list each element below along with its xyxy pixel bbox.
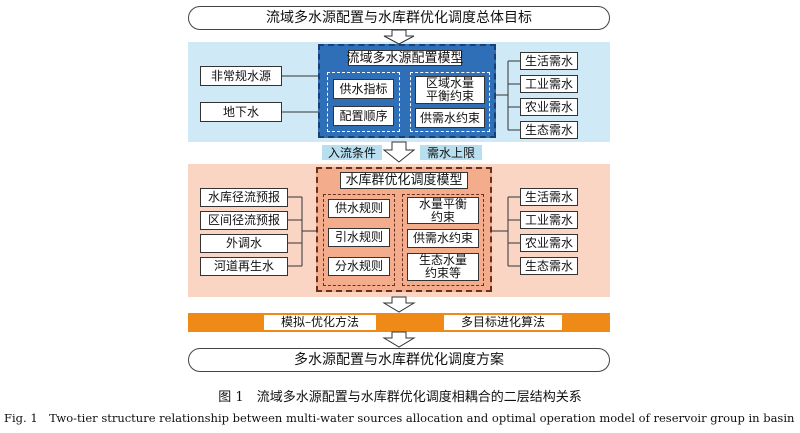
top-goal-box: 流域多水源配置与水库群优化调度总体目标	[188, 6, 610, 30]
source-box-reservoir-forecast: 水库径流预报	[200, 188, 288, 207]
supply-rule-box: 供水规则	[328, 199, 390, 218]
simulation-optimization-box: 模拟–优化方法	[264, 315, 376, 330]
regional-balance-box: 区域水量 平衡约束	[415, 76, 485, 104]
figure-caption-en: Fig. 1 Two-tier structure relationship b…	[4, 411, 795, 425]
supply-demand-constraint-box: 供需水约束	[415, 108, 485, 128]
diversion-rule-box: 引水规则	[328, 228, 390, 247]
operation-left-group	[323, 194, 395, 286]
water-sharing-rule-box: 分水规则	[328, 257, 390, 276]
evolutionary-algorithm-box: 多目标进化算法	[444, 315, 562, 330]
source-box-reclaimed-water: 河道再生水	[200, 257, 288, 276]
demand-box-industrial: 工业需水	[520, 75, 578, 93]
allocation-order-box: 配置顺序	[333, 106, 394, 126]
demand-box-domestic: 生活需水	[520, 52, 578, 70]
ecological-constraint-box: 生态水量 约束等	[407, 253, 479, 281]
demand-upper-limit-tag: 需水上限	[420, 145, 482, 160]
demand-box-ecological: 生态需水	[520, 121, 578, 139]
source-box-interval-forecast: 区间径流预报	[200, 211, 288, 230]
operation-right-group	[402, 194, 484, 286]
demand-box-industrial-2: 工业需水	[520, 211, 578, 229]
allocation-left-group	[327, 72, 400, 132]
source-box-unconventional: 非常规水源	[200, 66, 282, 86]
demand-box-agricultural: 农业需水	[520, 98, 578, 116]
source-box-groundwater: 地下水	[200, 102, 282, 122]
supply-demand-constraint-box-2: 供需水约束	[407, 229, 479, 248]
allocation-right-group	[410, 72, 490, 132]
figure-caption-zh: 图 1 流域多水源配置与水库群优化调度相耦合的二层结构关系	[218, 390, 582, 405]
operation-model-title: 水库群优化调度模型	[340, 172, 468, 189]
top-goal-text: 流域多水源配置与水库群优化调度总体目标	[266, 9, 532, 26]
inflow-condition-tag: 入流条件	[322, 145, 382, 160]
supply-indicator-box: 供水指标	[333, 79, 394, 99]
demand-box-domestic-2: 生活需水	[520, 188, 578, 206]
demand-box-ecological-2: 生态需水	[520, 257, 578, 275]
down-arrow-2	[382, 141, 416, 163]
result-box: 多水源配置与水库群优化调度方案	[188, 348, 610, 372]
allocation-model-title: 流域多水源配置模型	[346, 50, 464, 66]
down-arrow-3	[382, 296, 416, 313]
source-box-transferred-water: 外调水	[200, 234, 288, 253]
down-arrow-4	[382, 331, 416, 348]
demand-box-agricultural-2: 农业需水	[520, 234, 578, 252]
water-balance-constraint-box: 水量平衡 约束	[407, 197, 479, 224]
